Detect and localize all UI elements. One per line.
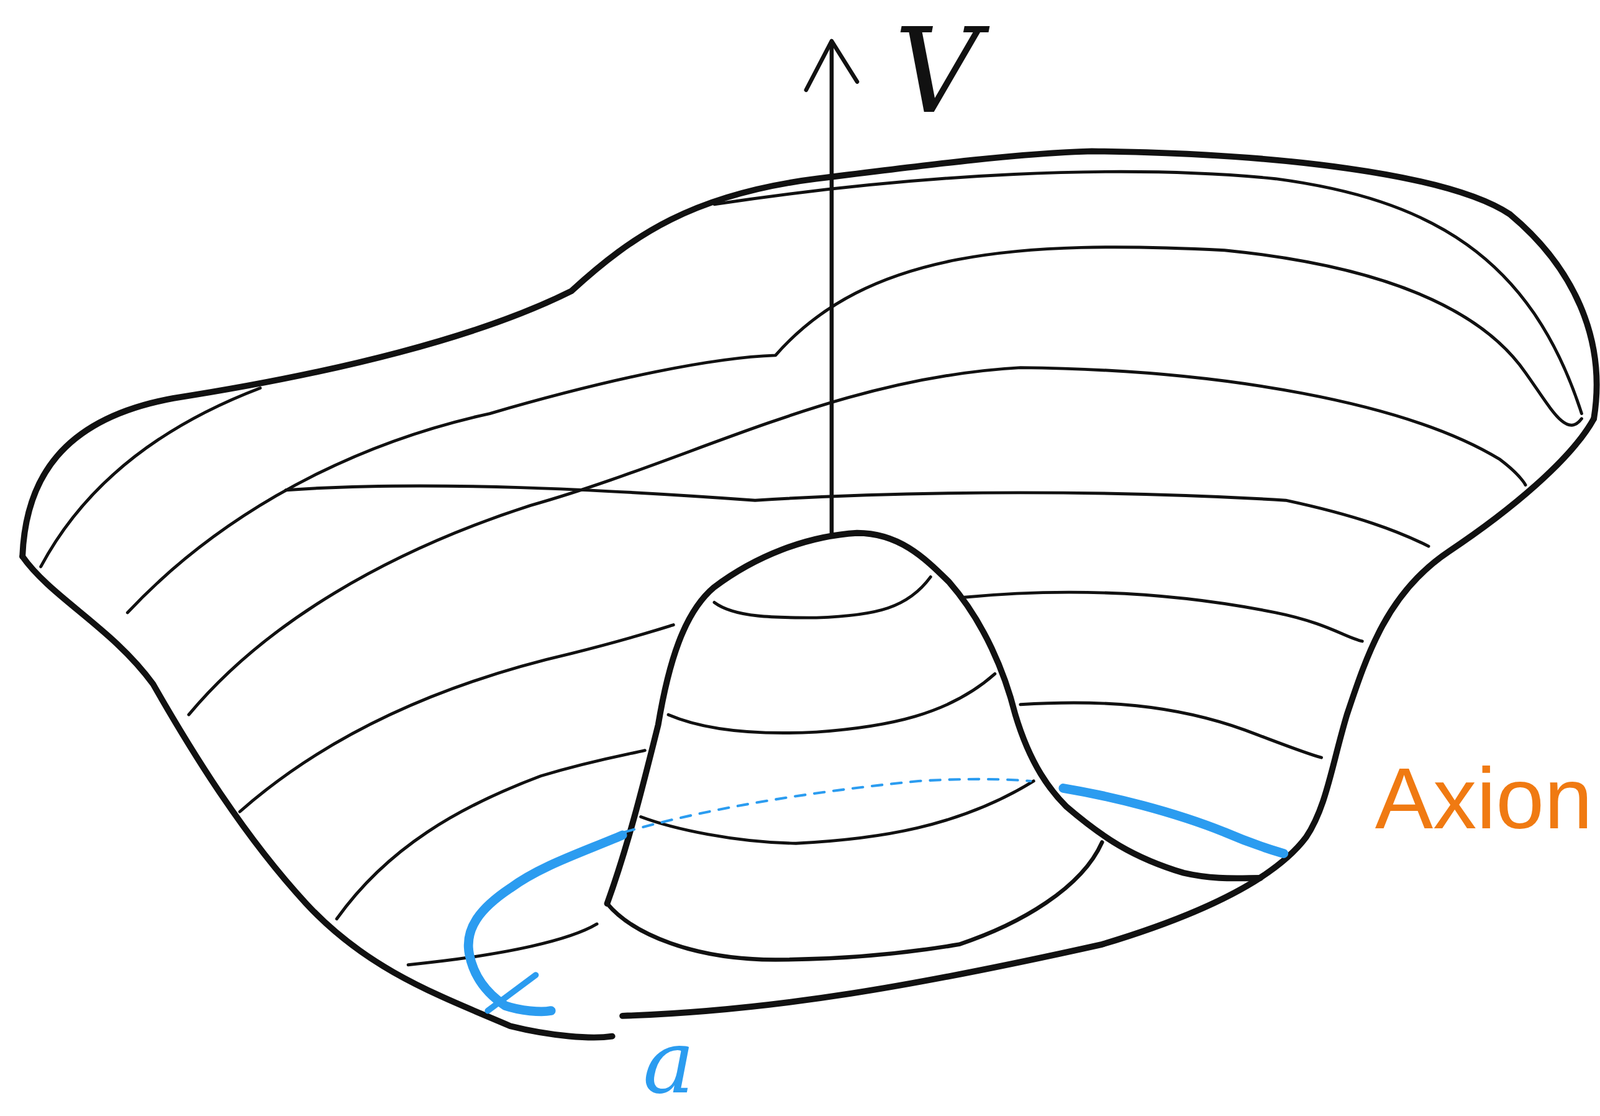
rim-back: [22, 150, 1597, 556]
outer-left-slope: [22, 556, 613, 1038]
hump-front-base: [607, 842, 1103, 960]
axis-label: V: [894, 12, 980, 131]
axis-arrowhead: [806, 40, 858, 91]
bowl-contour: [714, 171, 1582, 414]
field-label: a: [642, 1018, 695, 1106]
bowl-contour: [285, 485, 1429, 546]
bowl-contour: [336, 750, 645, 919]
axis: [829, 45, 835, 533]
central-hump: [607, 532, 1261, 904]
outer-right-slope: [622, 418, 1594, 1016]
valley-back-dashed: [624, 778, 1031, 832]
bowl-contour: [40, 387, 261, 567]
bowl-contour: [188, 367, 1526, 715]
valley-front-right: [1063, 787, 1284, 853]
hump-contour: [714, 576, 931, 618]
bowl-contour: [239, 624, 674, 812]
hump-contour: [668, 673, 996, 733]
bowl-contour: [1020, 702, 1322, 758]
valley-front-left: [468, 834, 623, 1012]
bowl-contour: [408, 923, 597, 965]
bowl-contour: [964, 591, 1363, 641]
particle-label: Axion: [1375, 754, 1593, 842]
bowl-contour: [127, 247, 1582, 613]
valley-direction-mark: [487, 974, 536, 1011]
